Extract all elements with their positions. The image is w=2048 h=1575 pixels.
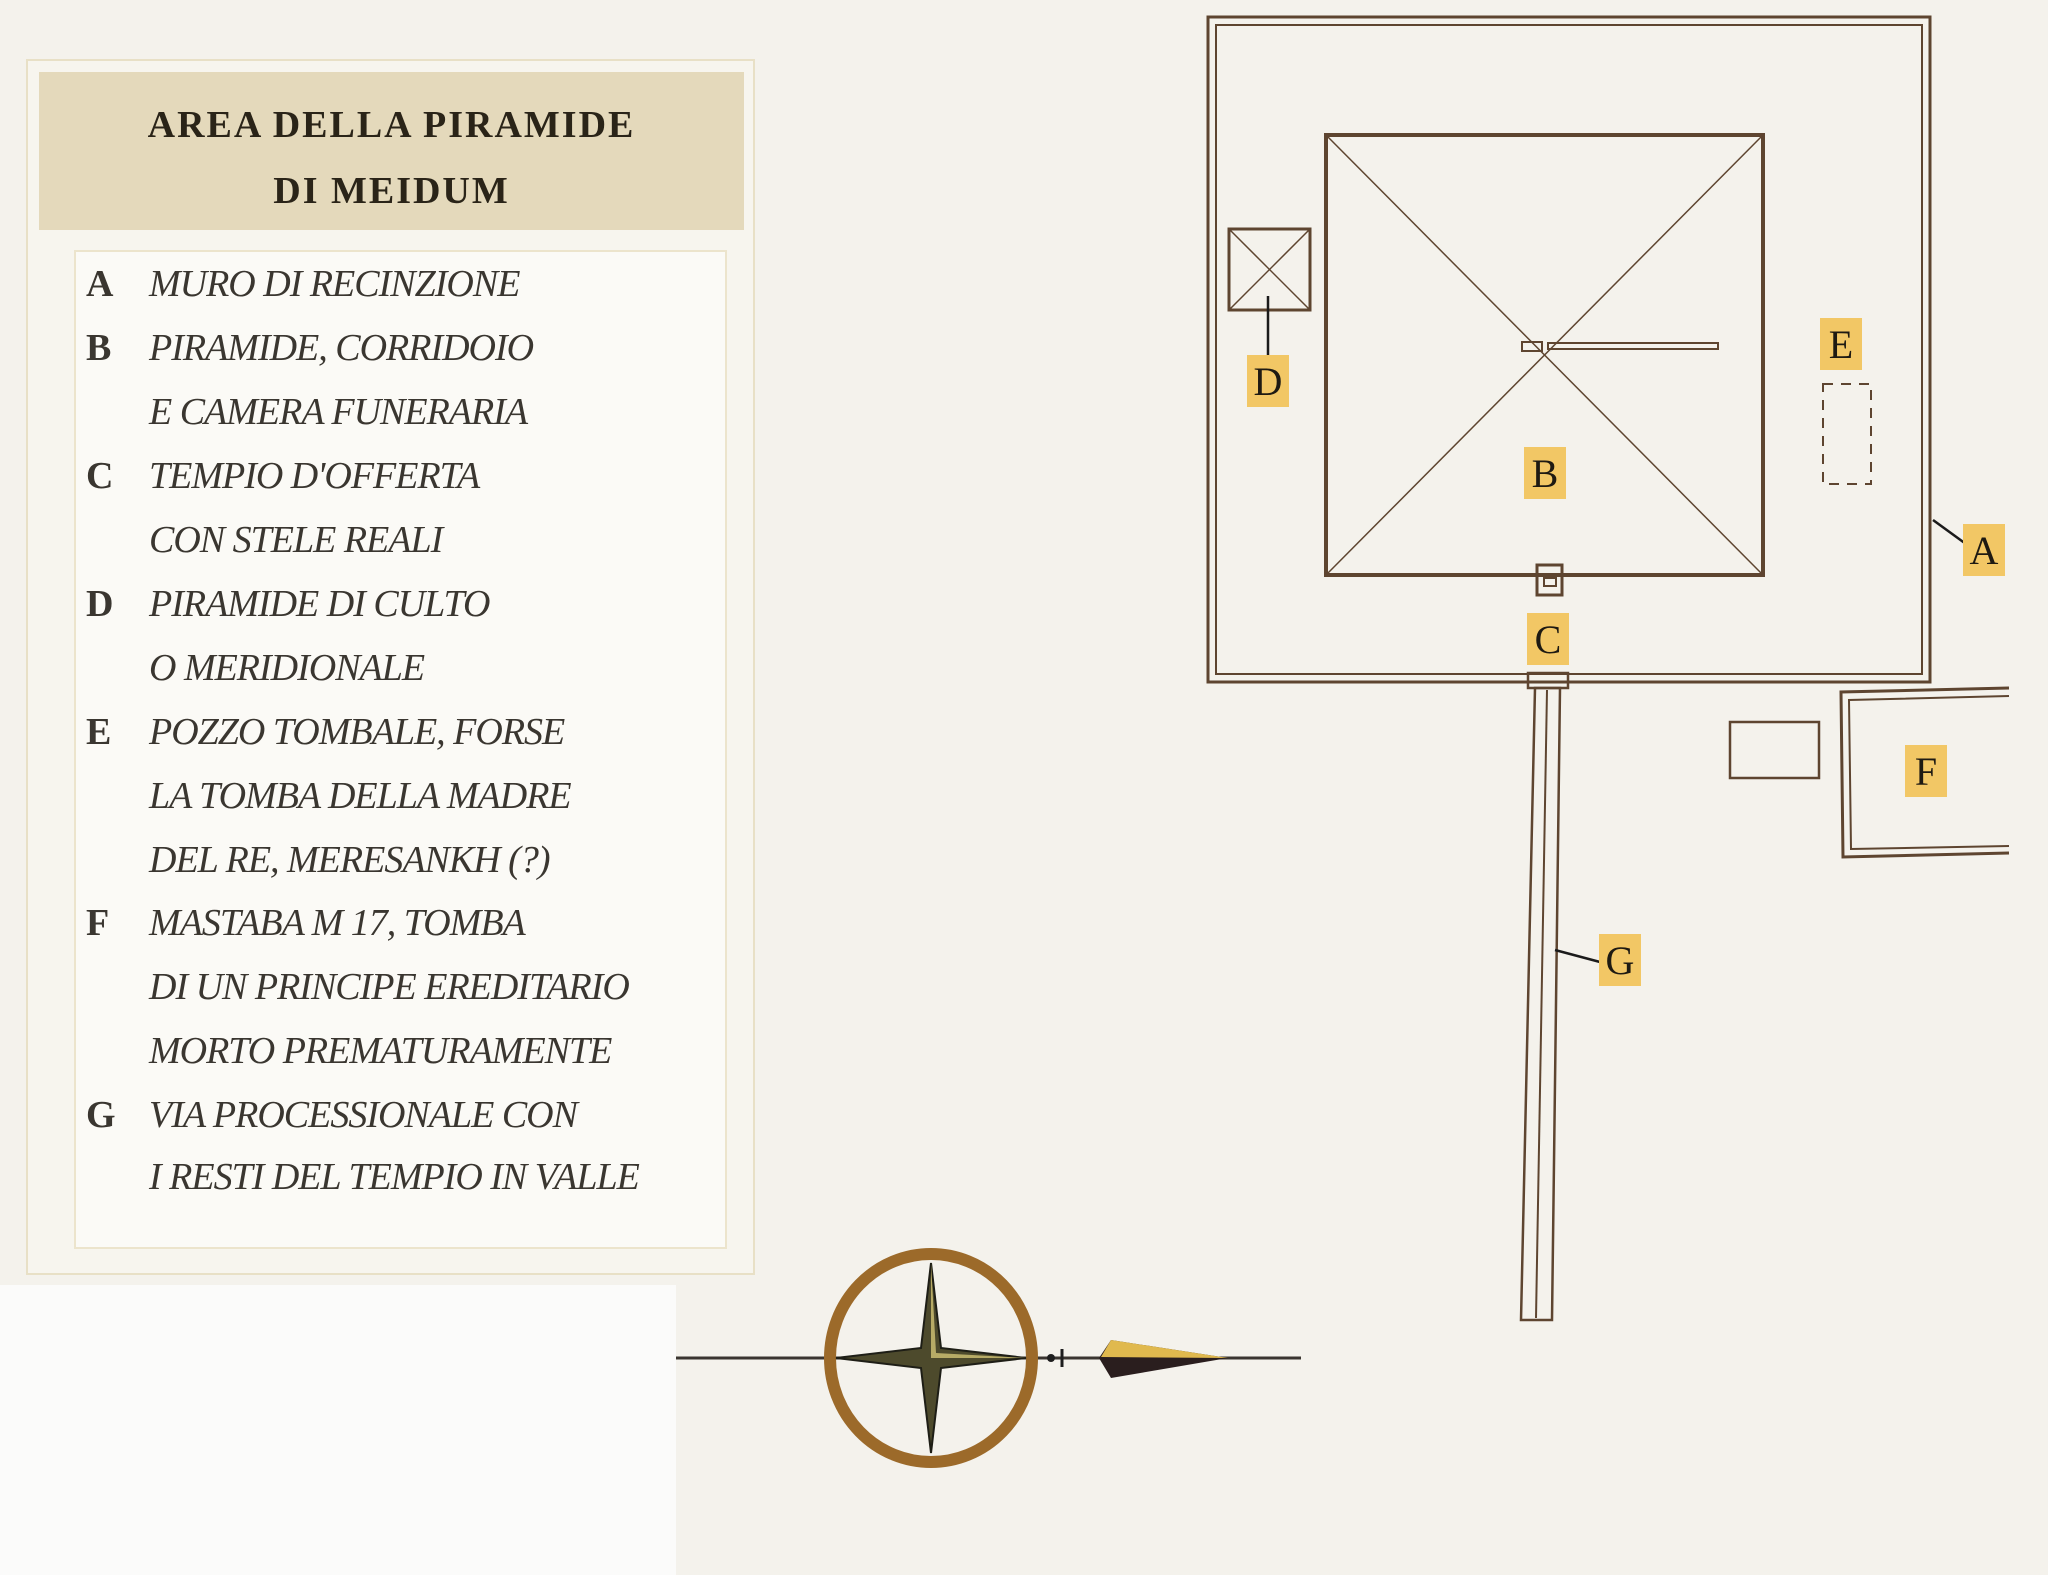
- label-g: G: [1599, 934, 1641, 986]
- legend-item-letter: A: [86, 263, 114, 305]
- label-e: E: [1820, 318, 1862, 370]
- legend-title: AREA DELLA PIRAMIDE DI MEIDUM: [39, 72, 744, 230]
- causeway: [1519, 686, 1562, 1322]
- legend-item-text: POZZO TOMBALE, FORSE: [149, 711, 565, 753]
- corridor: [1547, 342, 1719, 350]
- legend-item-text: MASTABA M 17, TOMBA: [149, 902, 526, 944]
- label-c: C: [1527, 613, 1569, 665]
- legend-item-text: DI UN PRINCIPE EREDITARIO: [149, 966, 630, 1008]
- legend-item-letter: C: [86, 455, 114, 497]
- legend-item-text: MORTO PREMATURAMENTE: [149, 1030, 612, 1072]
- legend-item-text: I RESTI DEL TEMPIO IN VALLE: [149, 1156, 640, 1198]
- legend-title-line2: DI MEIDUM: [273, 170, 510, 212]
- legend-item-letter: E: [86, 711, 112, 753]
- legend-item-letter: B: [86, 327, 112, 369]
- page-margin: [0, 1285, 676, 1575]
- legend-panel: AREA DELLA PIRAMIDE DI MEIDUM A MURO DI R…: [26, 59, 755, 1275]
- tomb-shaft: [1822, 383, 1872, 485]
- legend-item-letter: D: [86, 583, 114, 625]
- legend-item-text: LA TOMBA DELLA MADRE: [149, 775, 572, 817]
- legend-item-text: PIRAMIDE DI CULTO: [149, 583, 490, 625]
- legend-item-text: CON STELE REALI: [149, 519, 443, 561]
- north-arrow: [676, 1248, 1301, 1468]
- label-a: A: [1963, 524, 2005, 576]
- pyramid: [1324, 133, 1765, 577]
- label-f: F: [1905, 745, 1947, 797]
- legend-item-text: MURO DI RECINZIONE: [149, 263, 520, 305]
- legend-item-letter: F: [86, 902, 110, 944]
- legend-item-text: O MERIDIONALE: [149, 647, 425, 689]
- legend-item-text: DEL RE, MERESANKH (?): [149, 839, 550, 881]
- label-d: D: [1247, 355, 1289, 407]
- small-structure: [1728, 720, 1821, 780]
- legend-item-text: VIA PROCESSIONALE CON: [149, 1094, 578, 1136]
- legend-list: A MURO DI RECINZIONE B PIRAMIDE, CORRIDOIO E…: [74, 250, 727, 1249]
- legend-title-line1: AREA DELLA PIRAMIDE: [147, 104, 636, 146]
- legend-item-text: TEMPIO D'OFFERTA: [149, 455, 480, 497]
- offering-temple: [1535, 563, 1564, 597]
- cult-pyramid: [1227, 227, 1312, 312]
- legend-item-text: PIRAMIDE, CORRIDOIO: [149, 327, 534, 369]
- burial-chamber: [1521, 341, 1543, 352]
- legend-item-text: E CAMERA FUNERARIA: [149, 391, 528, 433]
- legend-item-letter: G: [86, 1094, 116, 1136]
- mastaba-m17: [1839, 686, 2010, 859]
- label-b: B: [1524, 447, 1566, 499]
